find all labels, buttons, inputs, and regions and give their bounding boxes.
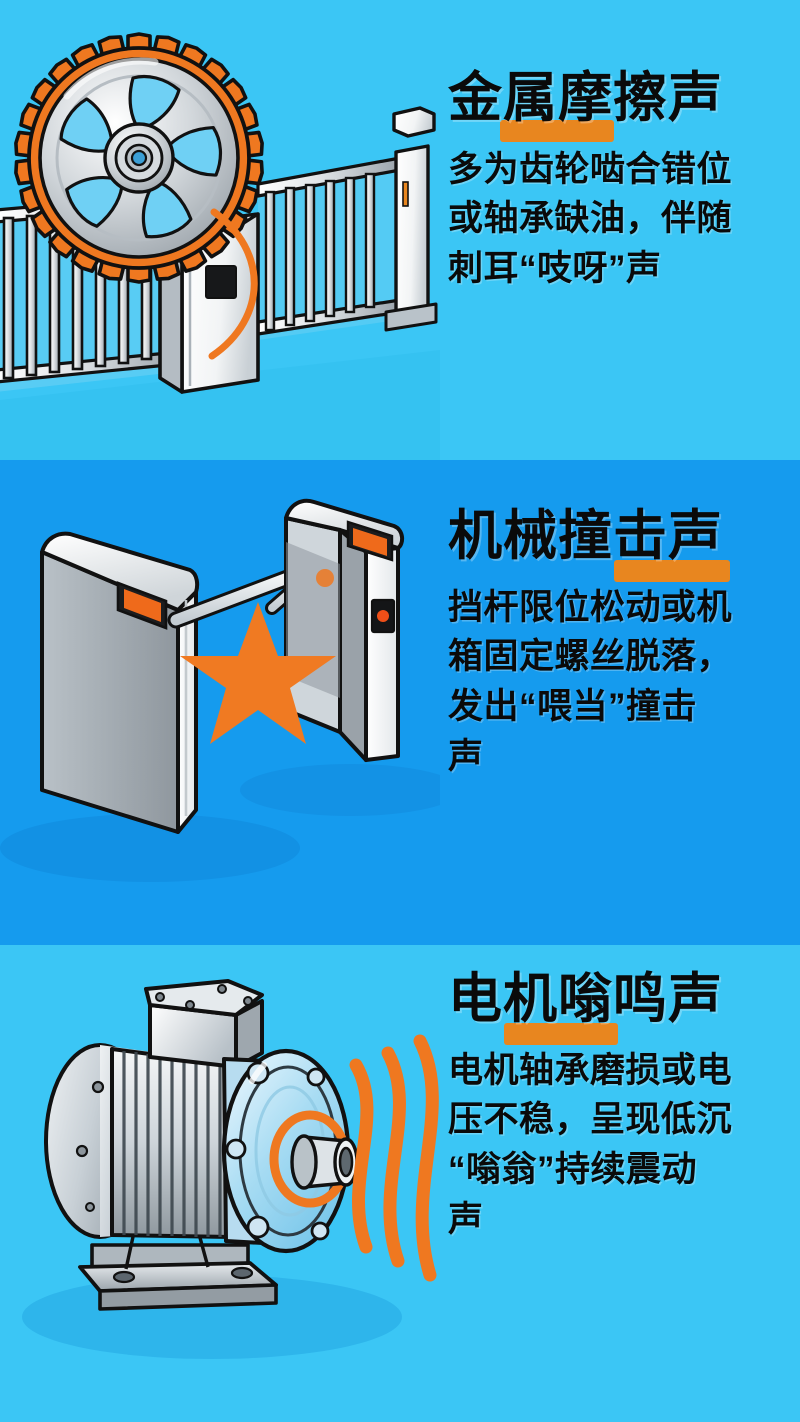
illustration-turnstile-barrier [0,460,440,945]
body-line: 多为齿轮啮合错位 [448,149,733,189]
floor-shadow-right [240,764,440,816]
body-line: 压不稳，呈现低沉 [448,1100,733,1140]
status-light [377,610,389,622]
arm-pivot-glow [316,569,334,587]
panel-title-metal-friction: 金属摩擦声 [448,68,788,142]
gate-fence-right [256,156,402,340]
impact-star [180,602,336,744]
junction-box [144,979,264,1069]
panel-title-text: 机械撞击声 [448,506,723,566]
gear-axle-hole [130,149,148,167]
right-pedestal [284,498,405,762]
title-highlight-bar [504,1023,618,1045]
body-line: 发出“喂当”撞击 [448,687,698,727]
gear-motion-arc [208,208,258,360]
left-pedestal [40,531,200,834]
text-block-panel-3: 电机嗡鸣声 电机轴承磨损或电 压不稳，呈现低沉 “嗡翁”持续震动 声 [448,971,800,1244]
left-pedestal-top [40,531,200,612]
gate-post [384,106,438,332]
body-line: 挡杆限位松动或机 [448,587,733,627]
floor-shadow-left [0,814,300,882]
body-line: 电机轴承磨损或电 [448,1050,733,1090]
sound-wave-1 [349,1058,374,1254]
panel-motor-hum: 电机嗡鸣声 电机轴承磨损或电 压不稳，呈现低沉 “嗡翁”持续震动 声 [0,945,800,1422]
gear-spokes [59,74,223,239]
body-line: 声 [448,736,484,776]
panel-title-mechanical-impact: 机械撞击声 [448,506,788,582]
drive-shaft [269,1110,359,1208]
mounting-feet [78,1222,278,1311]
body-line: 刺耳“吱呀”声 [448,249,662,289]
panel-metal-friction: 金属摩擦声 多为齿轮啮合错位 或轴承缺油，伴随 刺耳“吱呀”声 [0,0,800,460]
right-pedestal-front [364,546,400,762]
panel-title-text: 电机嗡鸣声 [448,969,723,1029]
sound-waves [349,1034,439,1282]
text-block-panel-2: 机械撞击声 挡杆限位松动或机 箱固定螺丝脱落， 发出“喂当”撞击 声 [448,508,800,781]
sound-wave-2 [381,1046,406,1268]
body-line: “嗡翁”持续震动 [448,1150,698,1190]
gear-wheel [14,32,264,284]
panel-body-metal-friction: 多为齿轮啮合错位 或轴承缺油，伴随 刺耳“吱呀”声 [448,145,788,294]
body-line: 箱固定螺丝脱落， [448,637,733,677]
body-line: 或轴承缺油，伴随 [448,199,733,239]
panel-title-text: 金属摩擦声 [448,68,723,128]
illustration-sliding-gate-with-gear [0,0,440,460]
ground-shadow [0,350,440,460]
panel-title-motor-hum: 电机嗡鸣声 [448,969,788,1045]
illustration-electric-motor [0,945,440,1422]
cooling-fins [110,1047,234,1239]
panel-body-mechanical-impact: 挡杆限位松动或机 箱固定螺丝脱落， 发出“喂当”撞击 声 [448,583,788,782]
title-highlight-bar [614,560,730,582]
title-highlight-bar [500,120,614,142]
control-panel-screen [205,265,237,299]
text-block-panel-1: 金属摩擦声 多为齿轮啮合错位 或轴承缺油，伴随 刺耳“吱呀”声 [448,70,800,294]
panel-body-motor-hum: 电机轴承磨损或电 压不稳，呈现低沉 “嗡翁”持续震动 声 [448,1046,788,1245]
sound-wave-3 [413,1034,439,1282]
card-reader-light [124,589,161,622]
post-indicator [402,181,409,207]
body-line: 声 [448,1199,484,1239]
panel-mechanical-impact: 机械撞击声 挡杆限位松动或机 箱固定螺丝脱落， 发出“喂当”撞击 声 [0,460,800,945]
